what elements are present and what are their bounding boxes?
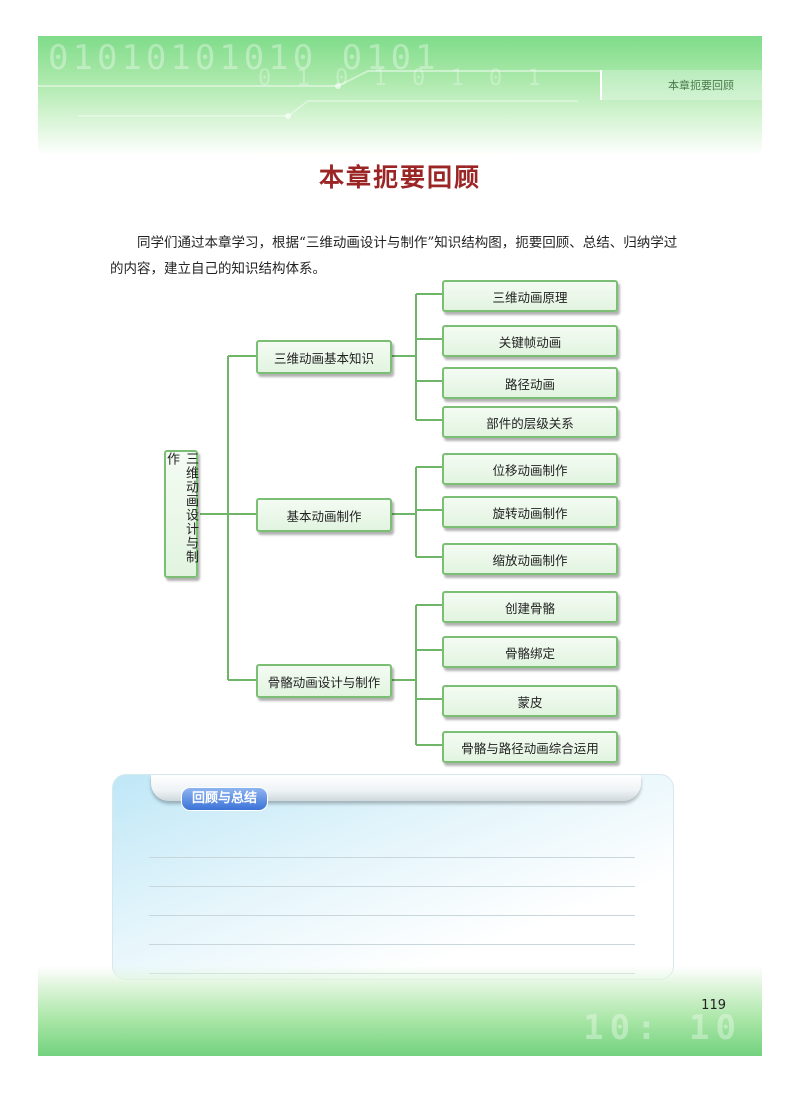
leaf-node: 旋转动画制作 bbox=[442, 496, 618, 528]
leaf-node: 关键帧动画 bbox=[442, 325, 618, 357]
writing-line[interactable] bbox=[149, 944, 635, 945]
footer-decor-digits: 10: 10 bbox=[583, 1008, 742, 1048]
leaf-node: 部件的层级关系 bbox=[442, 406, 618, 438]
leaf-node: 三维动画原理 bbox=[442, 280, 618, 312]
branch-node-basic-animation: 基本动画制作 bbox=[256, 498, 392, 532]
leaf-node: 路径动画 bbox=[442, 367, 618, 399]
branch-node-skeletal-animation: 骨骼动画设计与制作 bbox=[256, 664, 392, 698]
root-node: 三维动画设计与制作 bbox=[164, 450, 198, 578]
writing-line[interactable] bbox=[149, 857, 635, 858]
writing-line[interactable] bbox=[149, 886, 635, 887]
knowledge-structure-map: 三维动画设计与制作 三维动画基本知识 基本动画制作 骨骼动画设计与制作 三维动画… bbox=[38, 36, 762, 1056]
connector-lines bbox=[200, 293, 442, 746]
leaf-node: 创建骨骼 bbox=[442, 591, 618, 623]
header-decor-digits: 01010101010 0101 bbox=[48, 38, 440, 78]
leaf-node: 位移动画制作 bbox=[442, 453, 618, 485]
writing-line[interactable] bbox=[149, 915, 635, 916]
circuit-pattern bbox=[38, 70, 762, 119]
leaf-node: 骨骼与路径动画综合运用 bbox=[442, 731, 618, 763]
header-decor-digits-2: 0 1 0 1 0 1 0 1 bbox=[258, 66, 547, 91]
review-summary-box: 回顾与总结 bbox=[112, 774, 674, 980]
leaf-node: 缩放动画制作 bbox=[442, 543, 618, 575]
header-tab bbox=[600, 70, 762, 100]
branch-node-basic-knowledge: 三维动画基本知识 bbox=[256, 340, 392, 374]
footer-band: 10: 10 bbox=[38, 966, 762, 1056]
textbook-page: 01010101010 0101 0 1 0 1 0 1 0 1 本章扼要回顾 … bbox=[38, 36, 762, 1056]
page-number: 119 bbox=[701, 998, 726, 1013]
header-band: 01010101010 0101 0 1 0 1 0 1 0 1 本章扼要回顾 bbox=[38, 36, 762, 156]
section-label: 本章扼要回顾 bbox=[668, 79, 734, 92]
leaf-node: 蒙皮 bbox=[442, 685, 618, 717]
page-title: 本章扼要回顾 bbox=[318, 163, 481, 192]
review-title-badge: 回顾与总结 bbox=[181, 787, 269, 811]
leaf-node: 骨骼绑定 bbox=[442, 636, 618, 668]
intro-paragraph: 同学们通过本章学习，根据“三维动画设计与制作”知识结构图，扼要回顾、总结、归纳学… bbox=[110, 230, 690, 282]
intro-text: 同学们通过本章学习，根据“三维动画设计与制作”知识结构图，扼要回顾、总结、归纳学… bbox=[110, 235, 678, 277]
